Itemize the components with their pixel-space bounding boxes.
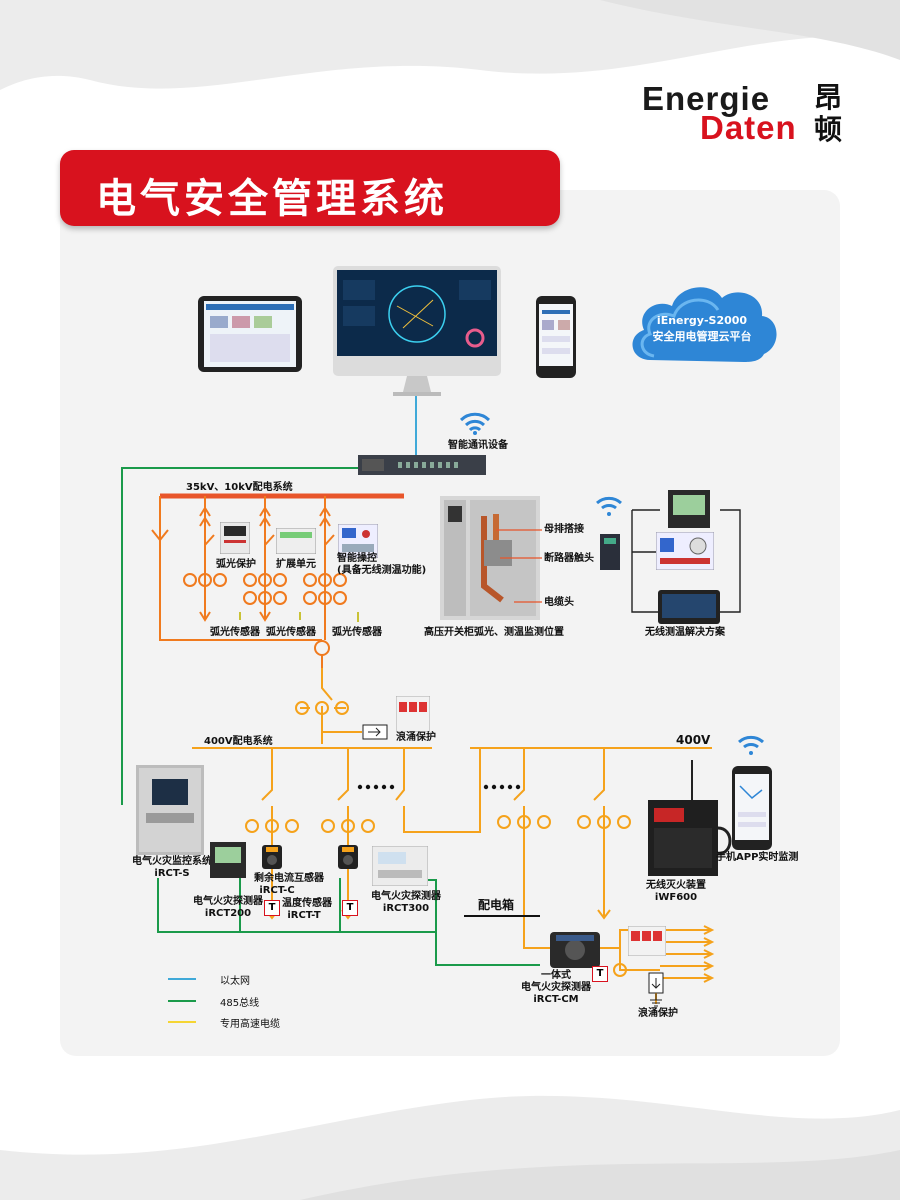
arc-protect-device (220, 522, 250, 554)
surge-protector-1 (396, 696, 430, 732)
arc-sensor-label-3: 弧光传感器 (332, 627, 382, 638)
fire-monitor-cabinet (136, 765, 204, 855)
monitor-icon (333, 266, 501, 396)
wireless-fire-device (648, 760, 732, 876)
ct-device-2 (338, 845, 358, 869)
cloud-line2: 安全用电管理云平台 (652, 330, 752, 343)
cloud-icon (632, 287, 777, 362)
brand-logo-line2: Daten (700, 109, 797, 146)
comm-device-label: 智能通讯设备 (448, 440, 508, 451)
breaker-label: 断路器触头 (544, 553, 594, 564)
dist-box-label: 配电箱 (478, 898, 515, 912)
wifi-icon (596, 496, 622, 516)
phone-icon (732, 766, 772, 850)
title-banner (60, 150, 560, 226)
hv-cabinet-label: 高压开关柜弧光、测温监测位置 (424, 627, 564, 638)
mobile-app-label: 手机APP实时监测 (716, 852, 799, 863)
residual-ct-label: 剩余电流互感器 iRCT-C (254, 873, 324, 897)
fire-system-label-2: iRCT-S (154, 868, 190, 879)
legend-swatch-485 (168, 1000, 196, 1002)
surge-symbol-2 (648, 972, 664, 1007)
surge-label-2: 浪涌保护 (638, 1008, 678, 1019)
smart-ctrl-label-2: (具备无线测温功能) (337, 565, 427, 576)
legend-label-ethernet: 以太网 (220, 976, 250, 987)
wireless-temp-label: 无线测温解决方案 (645, 627, 725, 638)
surge-label-1: 浪涌保护 (396, 732, 436, 743)
tablet-icon (198, 296, 302, 372)
legend-label-485: 485总线 (220, 998, 260, 1009)
v400-label: 400V (676, 733, 711, 747)
temp-sensor-t-icon-3: T (592, 966, 608, 982)
temp-meter-device (668, 490, 710, 528)
temp-sensor-t-icon: T (264, 900, 280, 916)
brand-logo-cn-2: 顿 (814, 113, 843, 146)
arc-sensor-label-2: 弧光传感器 (266, 627, 316, 638)
integrated-detector-label-3: iRCT-CM (533, 994, 579, 1005)
detector200-label: 电气火灾探测器 iRCT200 (188, 896, 268, 920)
arc-protect-label: 弧光保护 (216, 559, 256, 570)
temp-sensor-t-icon-2: T (342, 900, 358, 916)
fire-system-label-1: 电气火灾监控系统 (132, 856, 212, 867)
temp-sensor-label: 温度传感器 iRCT-T (282, 898, 332, 922)
brand-logo: Energie Daten (642, 82, 797, 146)
residual-ct-label-2: iRCT-C (259, 885, 295, 896)
detector300-label-2: iRCT300 (382, 903, 430, 914)
brand-logo-line1: Energie (642, 80, 771, 117)
legend-label-cable: 专用高速电缆 (220, 1019, 280, 1030)
detector300-device (372, 846, 428, 886)
detector200-label-2: iRCT200 (204, 908, 252, 919)
expand-unit-label: 扩展单元 (276, 559, 316, 570)
fire-system-label: 电气火灾监控系统 iRCT-S (130, 856, 214, 880)
lv-system-label: 400V配电系统 (204, 736, 273, 747)
detector300-label-1: 电气火灾探测器 (371, 891, 441, 902)
hv-system-label: 35kV、10kV配电系统 (186, 482, 293, 493)
brand-logo-cn: 昂 顿 (814, 82, 842, 146)
detector200-label-1: 电气火灾探测器 (193, 896, 263, 907)
wireless-fire-label-1: 无线灭火装置 (646, 880, 706, 891)
wifi-icon (738, 735, 764, 755)
wireless-fire-label: 无线灭火装置 iWF600 (644, 880, 708, 904)
detector200-device (210, 842, 246, 878)
cloud-line1: iEnergy-S2000 (656, 314, 748, 327)
arc-sensor-label-1: 弧光传感器 (210, 627, 260, 638)
temp-panel-device (656, 532, 714, 570)
residual-ct-label-1: 剩余电流互感器 (254, 873, 324, 884)
integrated-detector-label: 一体式 电气火灾探测器 iRCT-CM (516, 970, 596, 1006)
busbar-label: 母排搭接 (544, 524, 584, 535)
detector300-label: 电气火灾探测器 iRCT300 (368, 891, 444, 915)
brand-logo-cn-1: 昂 (814, 81, 843, 114)
temp-sensor-label-1: 温度传感器 (282, 898, 332, 909)
page-title: 电气安全管理系统 (96, 176, 448, 222)
temp-sensor-label-2: iRCT-T (287, 910, 321, 921)
wireless-gateway-device (600, 534, 620, 570)
integrated-detector-label-2: 电气火灾探测器 (521, 982, 591, 993)
residual-ct-device (262, 845, 282, 869)
smart-ctrl-device (338, 524, 378, 558)
smart-ctrl-label-1: 智能操控 (337, 553, 377, 564)
temp-display-device (658, 590, 720, 624)
expand-unit-device (276, 528, 316, 554)
wireless-fire-label-2: iWF600 (654, 892, 698, 903)
cable-head-label: 电缆头 (544, 597, 574, 608)
phone-icon (536, 296, 576, 378)
legend-swatch-cable (168, 1021, 196, 1023)
surge-protector-2 (628, 926, 666, 956)
hv-cabinet-pointers (496, 529, 542, 603)
legend-swatch-ethernet (168, 978, 196, 980)
cloud-platform-label: iEnergy-S2000 安全用电管理云平台 (632, 313, 772, 345)
surge-symbol-1 (362, 724, 388, 740)
integrated-detector-label-1: 一体式 (541, 970, 571, 981)
integrated-detector-device (550, 932, 600, 968)
comm-device (358, 455, 486, 475)
smart-ctrl-label: 智能操控 (具备无线测温功能) (337, 553, 426, 577)
wifi-icon (459, 412, 491, 435)
